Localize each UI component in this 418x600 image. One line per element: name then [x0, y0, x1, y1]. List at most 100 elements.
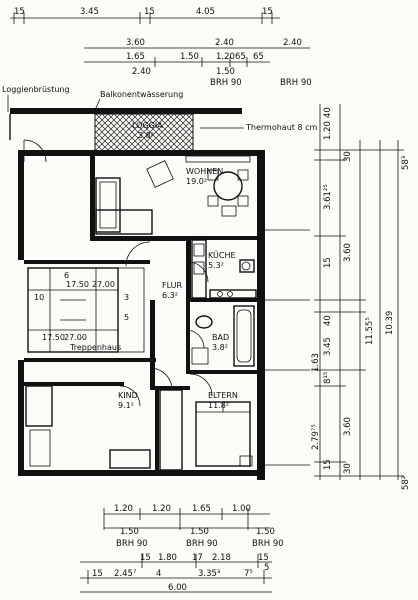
room-wohnen-name: WOHNEN	[186, 167, 223, 176]
dim-top-2: 3.45	[80, 7, 99, 17]
right-dim-7: 8¹⁵	[323, 372, 333, 384]
dim-row4-2: 1.50	[216, 67, 235, 77]
top-dimension-chains: 15 3.45 15 4.05 15 3.60 2.40 2.40 1.65 1…	[10, 7, 312, 88]
bottom-row5-4: 3.35³	[198, 569, 220, 579]
bottom-row2-1: 1.50	[120, 527, 139, 537]
room-kind-name: KIND	[118, 391, 138, 400]
dim-row4-1: 2.40	[132, 67, 151, 77]
dim-top-1: 15	[14, 7, 25, 17]
bottom-row1-1: 1.20	[114, 504, 133, 514]
furniture-eltern	[159, 389, 253, 471]
bottom-row4-4: 2.18	[212, 553, 231, 563]
dim-row2-1: 3.60	[126, 38, 145, 48]
room-eltern-name: ELTERN	[208, 391, 238, 400]
dim-row3-5: 65	[253, 52, 264, 62]
room-kind-area: 9.1²	[118, 401, 134, 410]
label-stair: Treppenhaus	[69, 343, 121, 352]
bottom-row3-3: BRH 90	[252, 539, 284, 549]
right-col4-2: 58²	[401, 476, 411, 490]
right-ticks	[314, 149, 404, 477]
bottom-row5-2: 2.45⁷	[114, 569, 137, 579]
dim-row3-1: 1.65	[126, 52, 145, 62]
right-dim-3: 3.61²⁵	[323, 184, 333, 210]
label-thermohaut: Thermohaut 8 cm	[245, 123, 317, 132]
room-flur-name: FLUR	[162, 281, 183, 290]
stair-dim-2: 17.50	[66, 280, 89, 289]
room-wohnen-area: 19.0²	[186, 177, 207, 186]
right-col2-2: 3.60	[343, 243, 353, 262]
bottom-row2-3: 1.50	[256, 527, 275, 537]
dim-row4-4: BRH 90	[280, 78, 312, 88]
dim-row2-2: 2.40	[215, 38, 234, 48]
stair-dim-6: 10	[34, 293, 44, 302]
room-labels: LOGGIA 3.8² WOHNEN 19.0² KÜCHE 5.3² FLUR…	[118, 121, 238, 410]
right-col2-1: 30	[343, 151, 353, 162]
dim-row4-3: BRH 90	[210, 78, 242, 88]
door-swings	[23, 139, 213, 407]
bottom-row6-1: 6.00	[168, 583, 187, 593]
dim-top-4: 4.05	[196, 7, 215, 17]
right-col2-3: 3.60	[343, 417, 353, 436]
stair-dim-1: 6	[64, 271, 69, 280]
building: 6 17.50 27.00 17.50 27.00 10 3 5 Treppen…	[9, 108, 310, 480]
bottom-row5-6: 5	[264, 563, 269, 573]
right-dim-4: 15	[323, 257, 333, 268]
dim-top-3: 15	[144, 7, 155, 17]
bottom-row1-2: 1.20	[152, 504, 171, 514]
room-kueche-area: 5.3²	[208, 261, 224, 270]
dim-row3-4: 65	[235, 52, 246, 62]
room-loggia-name: LOGGIA	[132, 121, 163, 130]
label-balcony-drain: Balkonentwässerung	[100, 90, 183, 99]
bottom-row4-5: 15	[258, 553, 269, 563]
bottom-row5-3: 4	[156, 569, 161, 579]
right-dimension-chains: 1.20 40 3.61²⁵ 15 40 3.45 8¹⁵ 1.63 2.79⁷…	[311, 104, 411, 490]
stair-dim-7: 3	[124, 293, 129, 302]
stair-dim-4: 17.50	[42, 333, 65, 342]
stair-dim-5: 27.00	[64, 333, 87, 342]
room-loggia-area: 3.8²	[138, 131, 154, 140]
right-col3-2: 10.39	[385, 311, 395, 335]
bottom-row2-2: 1.50	[190, 527, 209, 537]
right-dim-8: 1.63	[311, 353, 321, 372]
bottom-row1-4: 1.00	[232, 504, 251, 514]
right-col4-1: 58³	[401, 156, 411, 170]
right-dim-1: 1.20	[323, 121, 333, 140]
right-dim-6: 3.45	[323, 337, 333, 356]
dim-row2-3: 2.40	[283, 38, 302, 48]
furniture-kueche	[191, 239, 257, 299]
windows	[19, 170, 310, 472]
room-bad-area: 3.8²	[212, 343, 228, 352]
right-dim-5: 40	[323, 315, 333, 326]
annotations: Loggienbrüstung Balkonentwässerung Therm…	[2, 85, 317, 132]
bottom-row4-3: 17	[192, 553, 203, 563]
room-flur-area: 6.3²	[162, 291, 178, 300]
bottom-row1-3: 1.65	[192, 504, 211, 514]
bottom-row4-2: 1.80	[158, 553, 177, 563]
bottom-row3-2: BRH 90	[186, 539, 218, 549]
right-dim-2: 40	[323, 107, 333, 118]
stair-dim-8: 5	[124, 313, 129, 322]
bottom-dimension-chains: 1.20 1.20 1.65 1.00 1.50 1.50 1.50 BRH 9…	[80, 504, 284, 593]
right-col2-4: 30	[343, 463, 353, 474]
room-eltern-area: 11.8²	[208, 401, 229, 410]
furniture-kind	[25, 385, 151, 469]
label-loggia-rail: Loggienbrüstung	[2, 85, 70, 94]
furniture-bad	[191, 305, 255, 367]
room-bad-name: BAD	[212, 333, 229, 342]
stair-dim-3: 27.00	[92, 280, 115, 289]
bottom-row3-1: BRH 90	[116, 539, 148, 549]
furniture-wohnen	[95, 155, 251, 235]
right-col3-1: 11.55⁵	[365, 317, 375, 345]
stair-core: 6 17.50 27.00 17.50 27.00 10 3 5 Treppen…	[27, 267, 145, 353]
right-dim-9: 2.79⁷⁵	[311, 424, 321, 450]
right-dim-10: 15	[323, 459, 333, 470]
room-kueche-name: KÜCHE	[208, 250, 236, 260]
dim-row3-2: 1.50	[180, 52, 199, 62]
dim-top-5: 15	[262, 7, 273, 17]
bottom-row5-1: 15	[92, 569, 103, 579]
bottom-row4-1: 15	[140, 553, 151, 563]
dim-row3-3: 1.20	[216, 52, 235, 62]
bottom-row5-5: 7⁵	[244, 569, 253, 579]
